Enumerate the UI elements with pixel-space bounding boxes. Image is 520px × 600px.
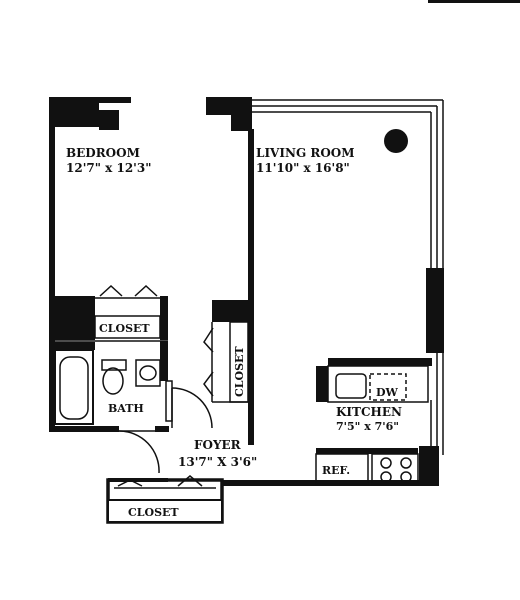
toilet <box>101 359 127 371</box>
bedroom-closet-label: CLOSET <box>99 322 150 335</box>
foyer-door-arc <box>171 387 213 429</box>
dishwasher <box>369 373 407 401</box>
kitchen-sink <box>335 373 367 399</box>
bathtub <box>54 349 94 425</box>
foyer-closet-label: CLOSET <box>128 506 179 519</box>
column-dot <box>384 129 408 153</box>
bath-label: BATH <box>108 402 144 415</box>
outer-walls <box>49 97 444 486</box>
refrigerator <box>315 453 369 485</box>
bedroom-name: BEDROOM <box>66 146 140 160</box>
kitchen <box>315 358 432 485</box>
foyer-closet <box>106 475 224 524</box>
stove <box>371 453 419 485</box>
counter <box>327 365 429 403</box>
hall-closet <box>203 321 249 403</box>
hall-closet-label: CLOSET <box>233 346 246 397</box>
corner-mark <box>428 0 520 3</box>
living-room-size: 11'10" x 16'8" <box>256 161 350 175</box>
dishwasher-label: DW <box>376 386 399 399</box>
foyer-size: 13'7" X 3'6" <box>178 455 257 469</box>
foyer-name: FOYER <box>194 438 242 452</box>
bedroom-size: 12'7" x 12'3" <box>66 161 151 175</box>
bedroom-closet <box>55 284 168 342</box>
living-room-name: LIVING ROOM <box>256 146 355 160</box>
kitchen-size: 7'5" x 7'6" <box>336 420 399 433</box>
bathroom <box>54 341 173 474</box>
kitchen-name: KITCHEN <box>336 405 402 419</box>
refrigerator-label: REF. <box>322 464 350 477</box>
